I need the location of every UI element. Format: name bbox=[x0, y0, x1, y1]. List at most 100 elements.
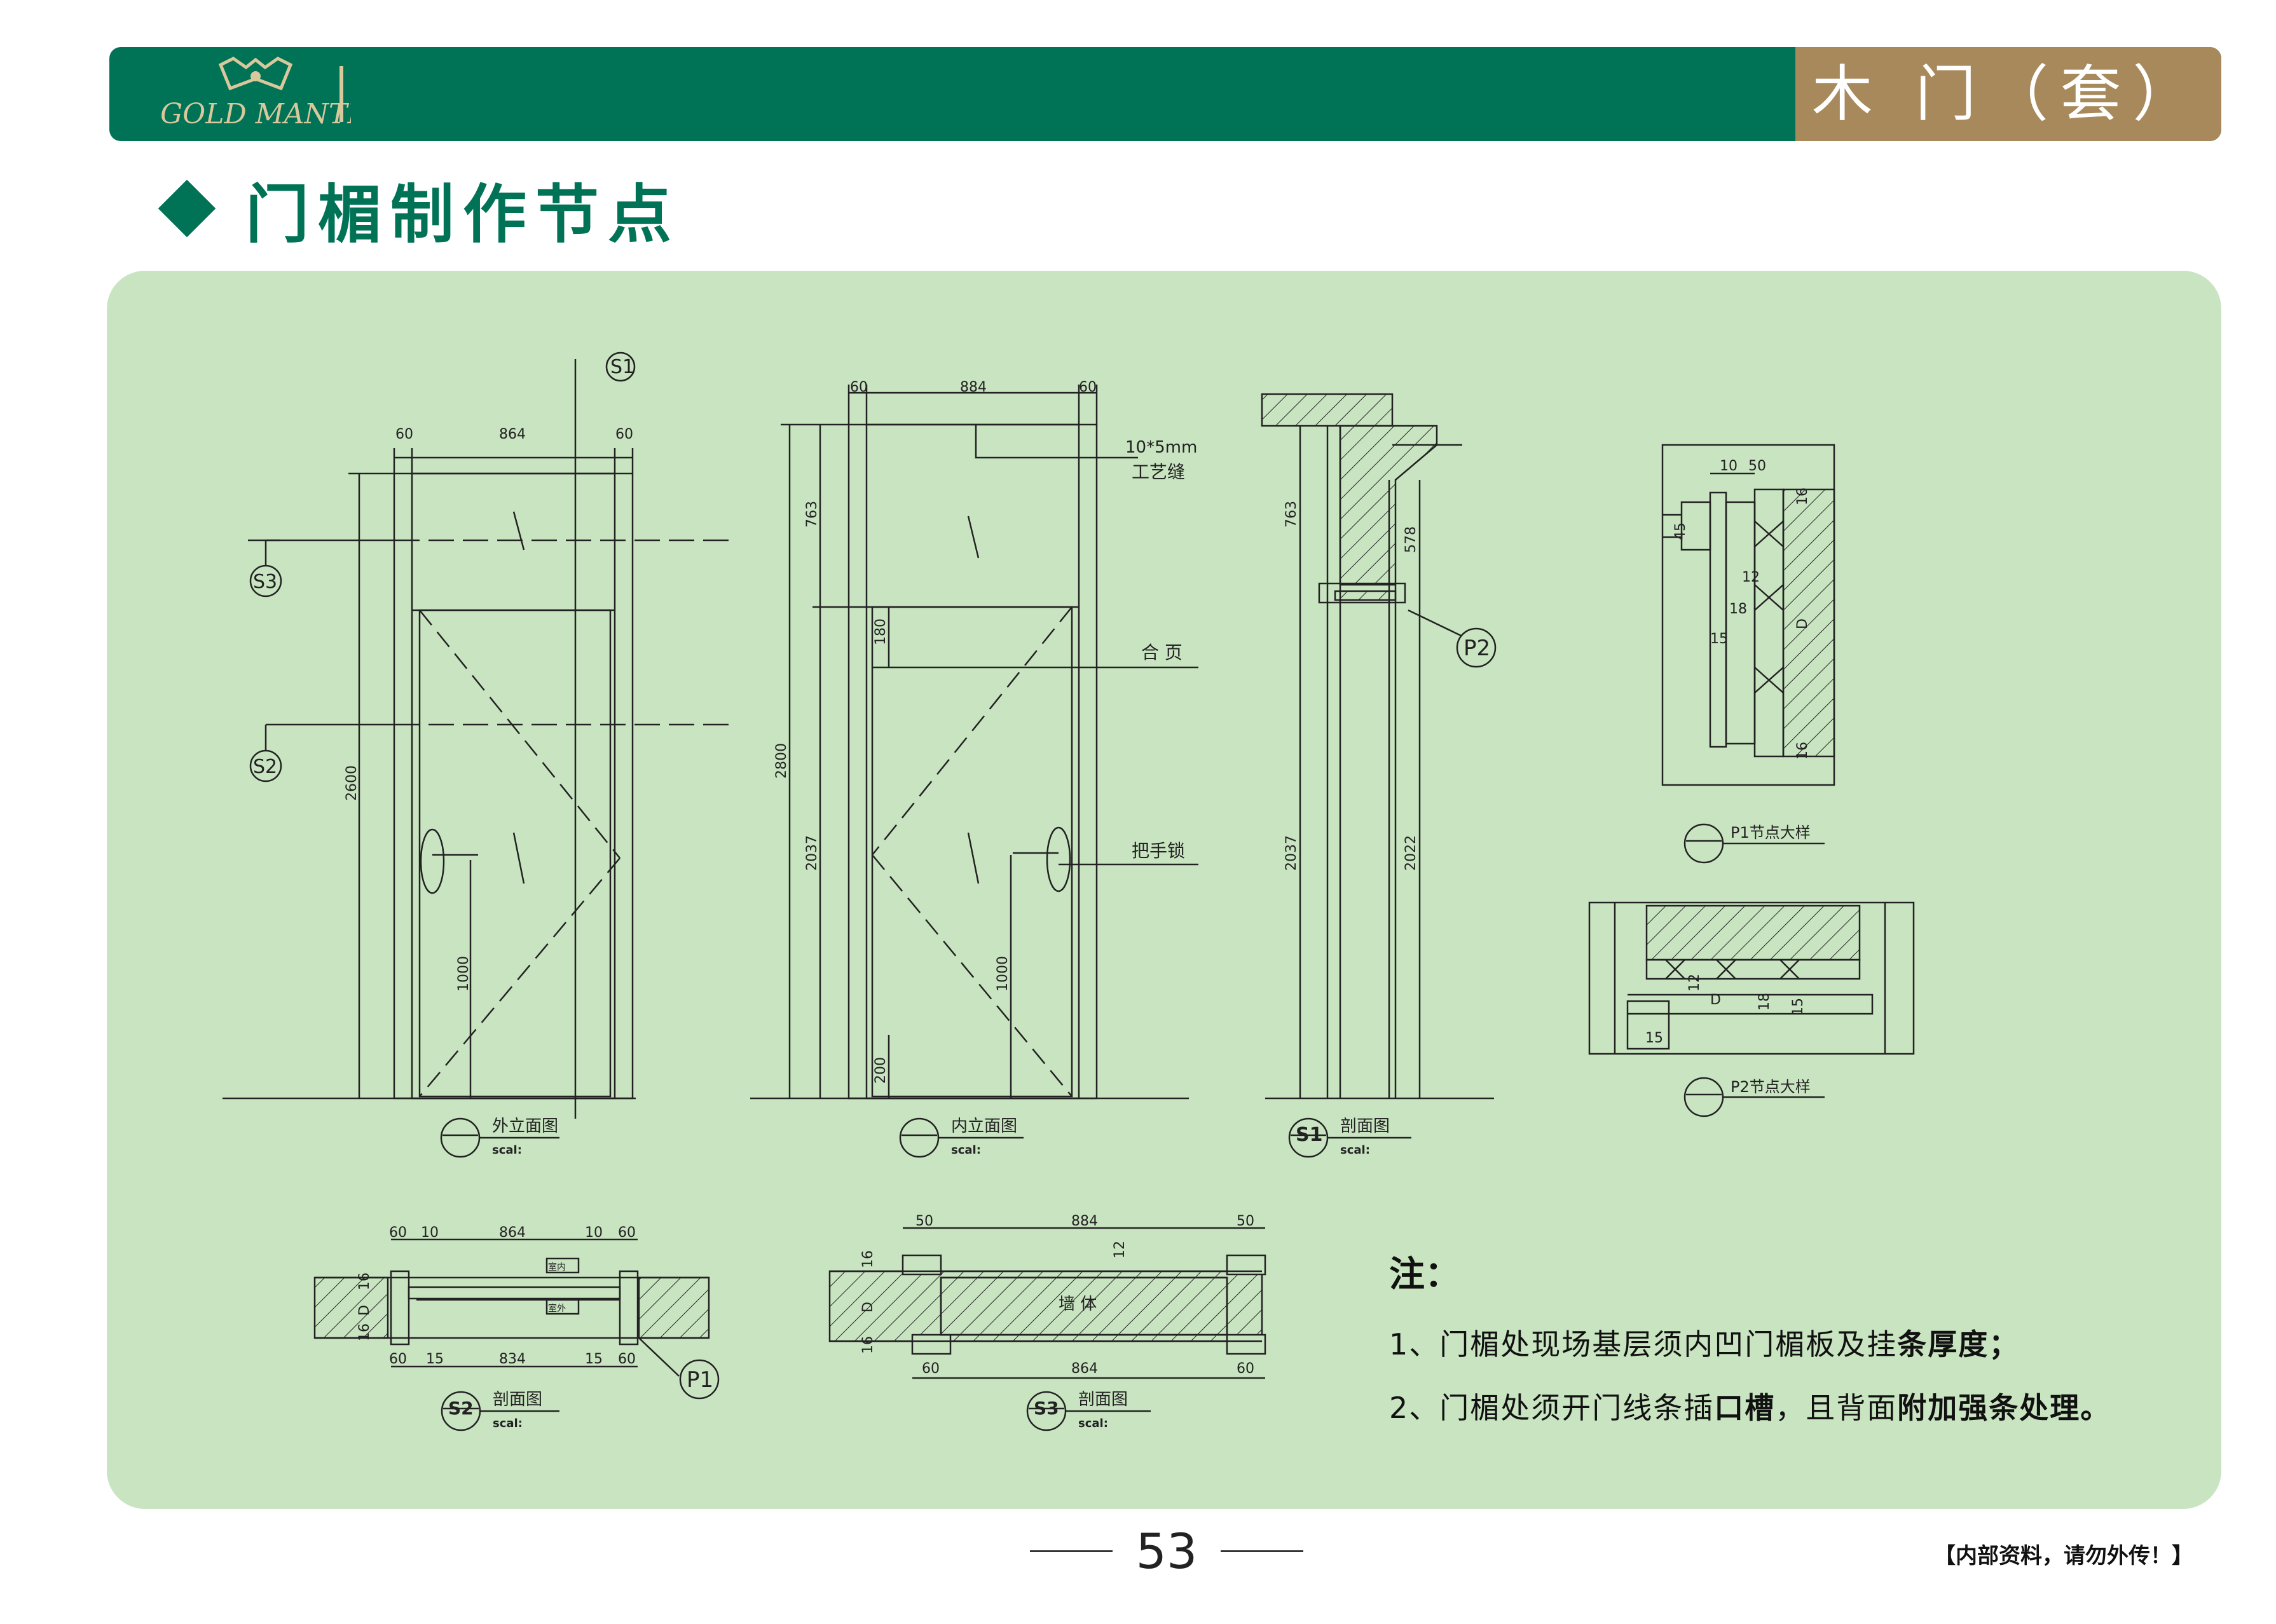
s1-dim-2037: 2037 bbox=[1284, 835, 1299, 871]
int-dim-handle: 1000 bbox=[995, 956, 1011, 992]
footer-line-right bbox=[1221, 1550, 1303, 1552]
p1-dim-50: 50 bbox=[1748, 458, 1766, 474]
detail-p1-drawing bbox=[1661, 444, 1835, 864]
int-dim-left: 60 bbox=[850, 379, 868, 395]
callout-gap-size: 10*5mm bbox=[1125, 438, 1197, 457]
s3-dim-top-0: 50 bbox=[915, 1213, 933, 1229]
ext-elevation-label: 外立面图 bbox=[492, 1117, 558, 1136]
int-elevation-scale: scal: bbox=[951, 1143, 981, 1157]
p2-dim-18: 18 bbox=[1757, 993, 1772, 1011]
marker-s1: S1 bbox=[610, 356, 634, 378]
logo-text: GOLD MANTIS bbox=[160, 98, 351, 130]
note-1-text: 1、门楣处现场基层须内凹门楣板及挂 bbox=[1389, 1327, 1898, 1361]
s3-wall-label: 墙 体 bbox=[1059, 1295, 1097, 1314]
p1-dim-15: 15 bbox=[1710, 631, 1728, 647]
s2-side-dim-0: 16 bbox=[357, 1273, 373, 1290]
int-elevation-label: 内立面图 bbox=[951, 1117, 1017, 1136]
note-2-text: 2、门楣处须开门线条插 bbox=[1389, 1391, 1715, 1425]
section-s3-drawing bbox=[828, 1227, 1266, 1431]
s3-dim-bottom-2: 60 bbox=[1237, 1361, 1254, 1377]
p2-label: P2节点大样 bbox=[1731, 1078, 1811, 1096]
s1-dim-578: 578 bbox=[1403, 526, 1419, 553]
s2-dim-bottom-1: 15 bbox=[426, 1351, 444, 1367]
p2-dim-15-right: 15 bbox=[1790, 998, 1806, 1016]
section-heading: 门楣制作节点 bbox=[158, 170, 680, 252]
ext-dim-width: 864 bbox=[499, 426, 526, 442]
section-s1-drawing bbox=[1261, 393, 1497, 1158]
s2-tag-0: 室内 bbox=[548, 1262, 566, 1273]
header-bar: GOLD MANTIS 木 门（套） bbox=[109, 47, 2221, 141]
p2-dim-d: D bbox=[1710, 992, 1721, 1008]
p2-dim-15-left: 15 bbox=[1645, 1030, 1663, 1046]
s2-label: 剖面图 bbox=[493, 1390, 542, 1409]
s1-scale: scal: bbox=[1340, 1143, 1370, 1157]
confidential-notice: 【内部资料，请勿外传！】 bbox=[1934, 1543, 2193, 1569]
s2-dim-top-1: 10 bbox=[421, 1225, 439, 1241]
marker-p1: P1 bbox=[687, 1367, 713, 1393]
s2-side-dim-2: 16 bbox=[357, 1323, 373, 1341]
ext-dim-height: 2600 bbox=[344, 765, 360, 801]
detail-p2-drawing bbox=[1588, 901, 1915, 1117]
s3-label: 剖面图 bbox=[1078, 1390, 1128, 1409]
section-title: 门楣制作节点 bbox=[245, 177, 680, 252]
note-2-mid: ，且背面 bbox=[1775, 1391, 1898, 1425]
p2-dim-12: 12 bbox=[1687, 974, 1703, 992]
s1-dim-2022: 2022 bbox=[1403, 835, 1419, 871]
logo-separator bbox=[339, 66, 343, 122]
p1-dim-45: 45 bbox=[1673, 522, 1689, 540]
marker-p2: P2 bbox=[1464, 636, 1490, 661]
int-dim-hinge-bottom: 200 bbox=[873, 1057, 889, 1084]
exterior-elevation bbox=[223, 351, 731, 1158]
s3-dim-top-1: 884 bbox=[1071, 1213, 1098, 1229]
s3-side-dim-0: 16 bbox=[860, 1250, 876, 1268]
s2-dim-bottom-3: 15 bbox=[585, 1351, 603, 1367]
p1-dim-d: D bbox=[1795, 618, 1811, 629]
p1-label: P1节点大样 bbox=[1731, 824, 1811, 842]
int-dim-total: 2800 bbox=[774, 743, 790, 779]
p1-dim-12: 12 bbox=[1742, 570, 1760, 585]
p1-dim-10: 10 bbox=[1720, 458, 1738, 474]
int-dim-hinge-top: 180 bbox=[873, 618, 889, 645]
p1-dim-18: 18 bbox=[1729, 601, 1747, 617]
int-dim-upper: 763 bbox=[804, 501, 820, 528]
s2-tag-1: 室外 bbox=[548, 1303, 566, 1314]
p1-dim-16-bottom: 16 bbox=[1795, 742, 1811, 760]
p1-dim-16-top: 16 bbox=[1795, 488, 1811, 505]
s2-side-dim-1: D bbox=[357, 1305, 373, 1316]
page-footer: 53 bbox=[1030, 1519, 1303, 1583]
s2-dim-bottom-2: 834 bbox=[499, 1351, 526, 1367]
interior-elevation bbox=[750, 385, 1198, 1158]
s3-side-dim-2: 16 bbox=[860, 1336, 876, 1354]
s3-dim-top-2: 50 bbox=[1237, 1213, 1254, 1229]
callout-hinge: 合 页 bbox=[1141, 642, 1183, 663]
note-1-bold: 条厚度； bbox=[1897, 1327, 2020, 1361]
s2-dim-bottom-0: 60 bbox=[389, 1351, 407, 1367]
callout-lock: 把手锁 bbox=[1132, 840, 1185, 861]
s2-dim-top-3: 10 bbox=[585, 1225, 603, 1241]
s3-dim-bottom-1: 864 bbox=[1071, 1361, 1098, 1377]
ext-dim-left: 60 bbox=[395, 426, 413, 442]
int-dim-lower: 2037 bbox=[804, 835, 820, 871]
ext-dim-right: 60 bbox=[615, 426, 633, 442]
ext-elevation-scale: scal: bbox=[492, 1143, 522, 1157]
note-2-bold-2: 附加强条处理。 bbox=[1897, 1391, 2111, 1425]
s3-dim-gap: 12 bbox=[1112, 1241, 1128, 1259]
marker-s3: S3 bbox=[253, 571, 277, 593]
int-dim-right: 60 bbox=[1079, 379, 1097, 395]
header-title-block bbox=[1795, 47, 2221, 141]
s3-title-marker: S3 bbox=[1034, 1398, 1059, 1419]
section-s2-drawing bbox=[313, 1238, 720, 1431]
gold-mantis-logo: GOLD MANTIS bbox=[160, 57, 351, 130]
note-1: 1、门楣处现场基层须内凹门楣板及挂条厚度； bbox=[1389, 1321, 2111, 1363]
s2-scale: scal: bbox=[493, 1417, 523, 1430]
s2-dim-top-0: 60 bbox=[389, 1225, 407, 1241]
note-2: 2、门楣处须开门线条插口槽，且背面附加强条处理。 bbox=[1389, 1385, 2111, 1427]
s1-dim-763: 763 bbox=[1284, 501, 1299, 528]
notes-block: 注： 1、门楣处现场基层须内凹门楣板及挂条厚度； 2、门楣处须开门线条插口槽，且… bbox=[1389, 1246, 2111, 1449]
s3-scale: scal: bbox=[1078, 1417, 1108, 1430]
header-title: 木 门（套） bbox=[1811, 58, 2205, 130]
s1-title-marker: S1 bbox=[1296, 1124, 1322, 1146]
notes-title: 注： bbox=[1389, 1254, 1460, 1295]
s2-dim-top-2: 864 bbox=[499, 1225, 526, 1241]
